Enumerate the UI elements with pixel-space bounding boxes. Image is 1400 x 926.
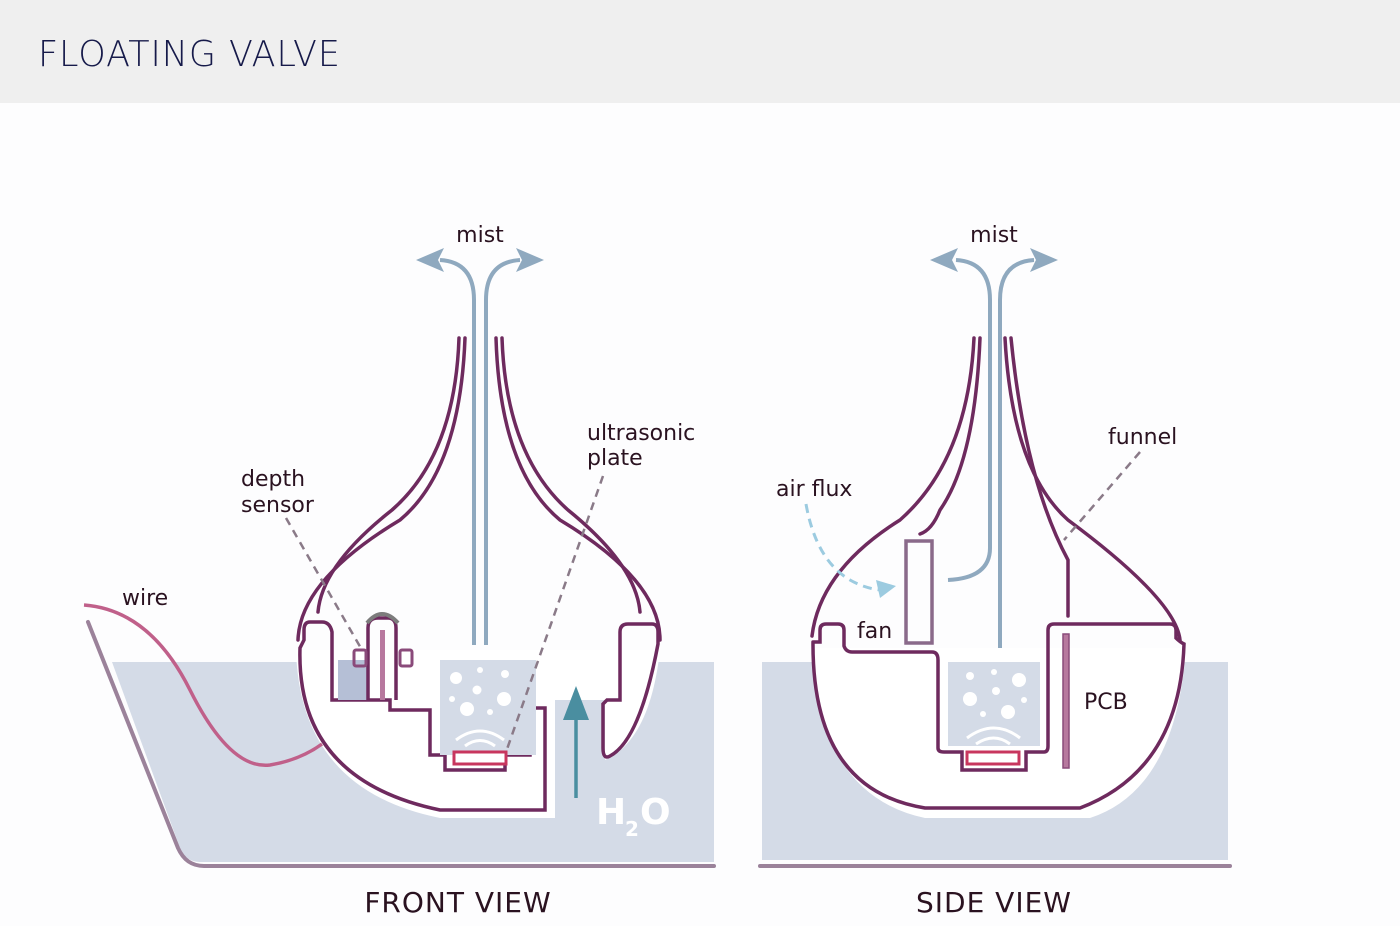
outer-shell-right (494, 336, 662, 642)
fan-label: fan (857, 619, 892, 644)
wave-inner (464, 739, 496, 748)
mist-label-front: mist (456, 223, 504, 248)
mist-arrow-right-icon (1030, 248, 1058, 272)
wave-inner (975, 736, 1011, 746)
housing-side (810, 336, 1186, 810)
sensor-tab-right (398, 648, 414, 668)
funnel-label: funnel (1108, 425, 1177, 450)
bubble (497, 692, 511, 706)
bubble (472, 685, 482, 695)
side-view-caption: SIDE VIEW (916, 886, 1072, 919)
bubble (1021, 697, 1027, 703)
tank-wall (86, 620, 716, 868)
air-flux-path (804, 503, 881, 592)
arrow-up-icon (563, 686, 589, 720)
page-title: FLOATING VALVE (38, 34, 341, 75)
water-flow-arrow (563, 686, 589, 798)
bubble (1001, 705, 1015, 719)
bubble (963, 692, 977, 706)
bubble (1012, 673, 1026, 687)
depth-sensor-label-2: sensor (241, 493, 315, 518)
outer-shell-left (810, 336, 976, 638)
side-view: mist funnel air flux fan PCB SIDE VIEW (758, 223, 1232, 919)
depth-sensor-leader (284, 517, 364, 651)
front-view: mist depth sensor ultrasonic plate wire … (83, 223, 716, 919)
side-basin (811, 622, 1186, 810)
pcb-label: PCB (1084, 690, 1128, 715)
bubble (460, 702, 474, 716)
bubble (477, 667, 483, 673)
mist-stem-right (484, 258, 521, 645)
sensor-cap (365, 612, 400, 625)
h2o-2: 2 (625, 817, 639, 841)
funnel-wall (1009, 336, 1070, 618)
mist-arrow-left-icon (416, 248, 444, 272)
pcb-board (1062, 633, 1070, 769)
depth-sensor-label-1: depth (241, 467, 305, 492)
outer-shell-right (1003, 336, 1182, 642)
mist-flow-front (416, 248, 544, 645)
front-basin (298, 620, 547, 812)
h2o-label: H 2 O (596, 792, 671, 841)
wire-cable (83, 603, 324, 767)
wave-outer (455, 729, 505, 742)
bubble (991, 669, 997, 675)
ultrasonic-label-1: ultrasonic (587, 421, 695, 446)
ultrasonic-plate-side (965, 750, 1021, 766)
ultrasonic-chamber-front (440, 660, 536, 766)
depth-sensor (338, 612, 414, 700)
h2o-h: H (596, 792, 626, 833)
inner-shell-left (316, 336, 461, 614)
wire-label: wire (122, 586, 168, 611)
bubble (449, 696, 455, 702)
front-right-lip (601, 622, 660, 759)
mist-duct (947, 300, 992, 582)
bubble (501, 670, 509, 678)
h2o-o: O (640, 792, 671, 833)
ultrasonic-plate (452, 750, 508, 766)
mist-label-side: mist (970, 223, 1018, 248)
ultrasonic-leader (504, 475, 605, 753)
inner-shell-right (500, 336, 642, 614)
mist-flow-side (930, 248, 1058, 648)
mist-arrow-left-icon (930, 248, 958, 272)
mist-curve-left (955, 258, 992, 301)
ultrasonic-label-2: plate (587, 446, 643, 471)
mist-curve-right (998, 258, 1035, 301)
bubble (487, 709, 493, 715)
outer-shell-left (296, 336, 467, 642)
sensor-probe (380, 630, 385, 700)
sensor-tab-left (352, 648, 368, 668)
air-flux-arrow-icon (876, 580, 896, 598)
mist-arrow-right-icon (516, 248, 544, 272)
bubble (980, 711, 986, 717)
inner-shell-left (918, 336, 982, 536)
air-flux-label: air flux (776, 477, 852, 502)
header-bar: FLOATING VALVE (0, 0, 1400, 103)
mist-stem-left (439, 258, 476, 645)
wave-outer (966, 726, 1021, 740)
bubble (450, 672, 462, 684)
front-view-caption: FRONT VIEW (364, 886, 551, 919)
housing-front (296, 336, 662, 812)
fan-unit (904, 539, 934, 645)
ultrasonic-chamber-side (948, 662, 1040, 766)
funnel-leader (1063, 451, 1141, 541)
bubble (992, 687, 1000, 695)
bubble (966, 672, 974, 680)
